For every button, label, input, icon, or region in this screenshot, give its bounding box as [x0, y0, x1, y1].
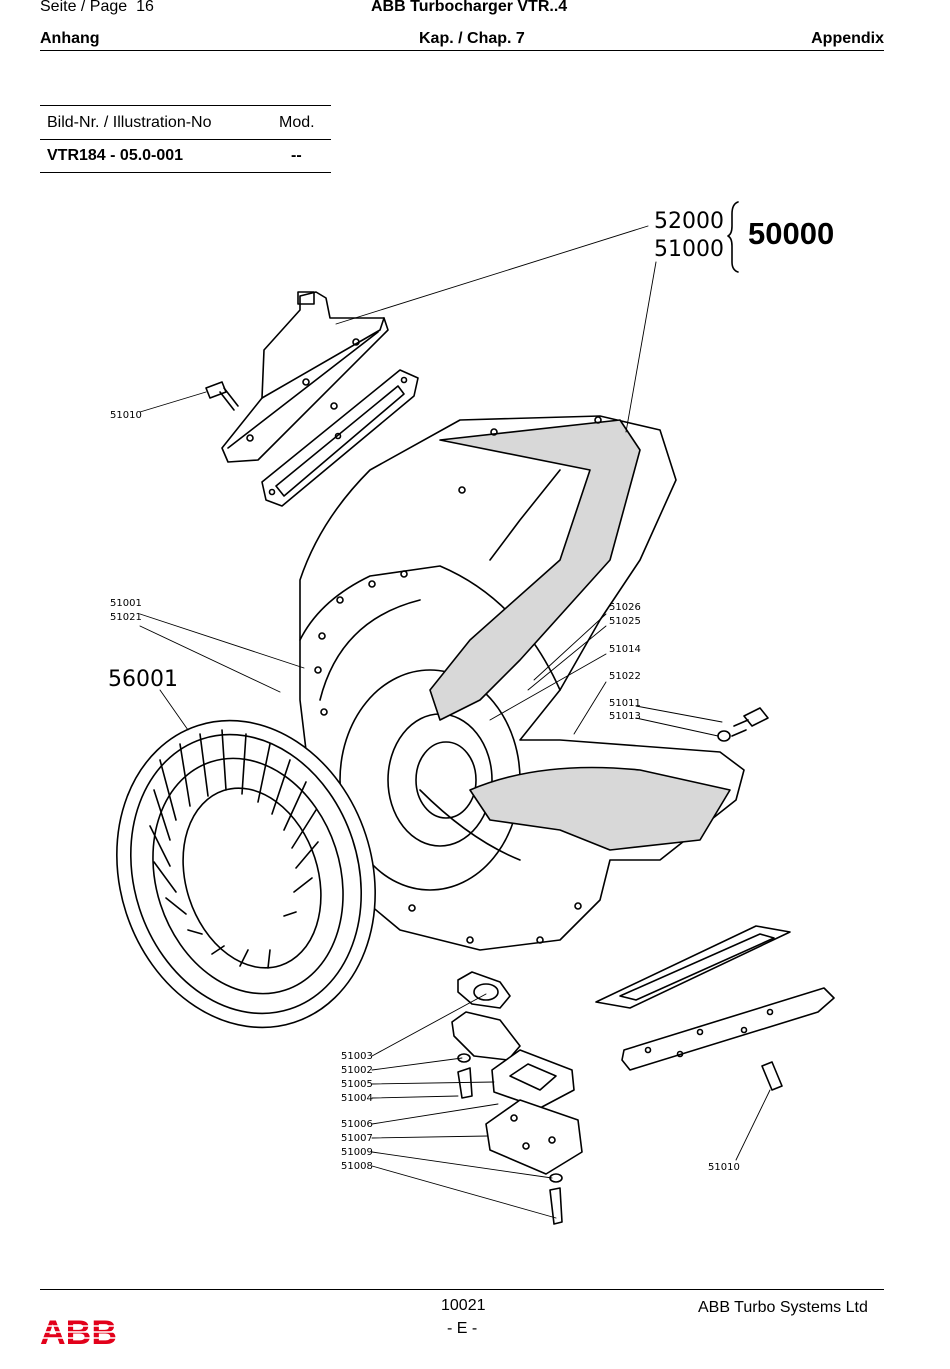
table-header-mod: Mod.: [279, 114, 315, 131]
callout-51008: 51008: [341, 1161, 373, 1172]
brace: [727, 201, 739, 273]
callout-51021: 51021: [110, 612, 142, 623]
callout-51006: 51006: [341, 1119, 373, 1130]
section-left: Anhang: [40, 30, 100, 47]
callout-51007: 51007: [341, 1133, 373, 1144]
callout-51022: 51022: [609, 671, 641, 682]
gas-outlet-casing: [299, 415, 745, 951]
exploded-view-drawing: 52000 51000 50000 51010 51001 51021 5600…: [108, 201, 835, 1225]
callout-51003: 51003: [341, 1051, 373, 1062]
assembly-number: 50000: [748, 216, 834, 251]
callout-52000: 52000: [654, 209, 724, 234]
mod-value: --: [291, 147, 302, 164]
table-rule-top: [40, 105, 331, 106]
language-code: - E -: [447, 1320, 478, 1337]
leader-lines: [139, 225, 771, 1219]
header-rule: [40, 50, 884, 51]
table-header-illustration: Bild-Nr. / Illustration-No: [47, 114, 212, 131]
table-rule-middle: [40, 139, 331, 140]
section-right: Appendix: [811, 30, 884, 47]
nozzle-ring: [116, 719, 376, 1029]
top-bolt: [205, 381, 239, 411]
callout-51002: 51002: [341, 1065, 373, 1076]
upper-flange-housing: [221, 291, 389, 463]
lower-drain-parts: [451, 971, 583, 1225]
document-title: ABB Turbocharger VTR..4: [371, 0, 568, 15]
document-number: 10021: [441, 1297, 486, 1314]
page-label-text: Seite / Page: [40, 0, 128, 15]
callout-51000: 51000: [654, 237, 724, 262]
callout-51010-bottom: 51010: [708, 1162, 740, 1173]
callout-51005: 51005: [341, 1079, 373, 1090]
lower-right-cover: [595, 925, 835, 1091]
footer-rule: [40, 1289, 884, 1290]
page-label: Seite / Page 16: [40, 0, 154, 16]
callout-51011: 51011: [609, 698, 641, 709]
abb-logo: ABB: [40, 1316, 118, 1348]
table-rule-bottom: [40, 172, 331, 173]
callout-51013: 51013: [609, 711, 641, 722]
page-number: 16: [136, 0, 154, 15]
company-name: ABB Turbo Systems Ltd: [698, 1299, 868, 1316]
callout-51025: 51025: [609, 616, 641, 627]
callout-51010-top: 51010: [110, 410, 142, 421]
callout-51001: 51001: [110, 598, 142, 609]
callout-51014: 51014: [609, 644, 641, 655]
callout-51026: 51026: [609, 602, 641, 613]
right-bolt: [717, 707, 769, 742]
callout-56001: 56001: [108, 667, 178, 692]
section-center: Kap. / Chap. 7: [419, 30, 525, 47]
callout-51004: 51004: [341, 1093, 373, 1104]
upper-gasket: [261, 369, 419, 507]
callout-51009: 51009: [341, 1147, 373, 1158]
illustration-number: VTR184 - 05.0-001: [47, 147, 184, 164]
